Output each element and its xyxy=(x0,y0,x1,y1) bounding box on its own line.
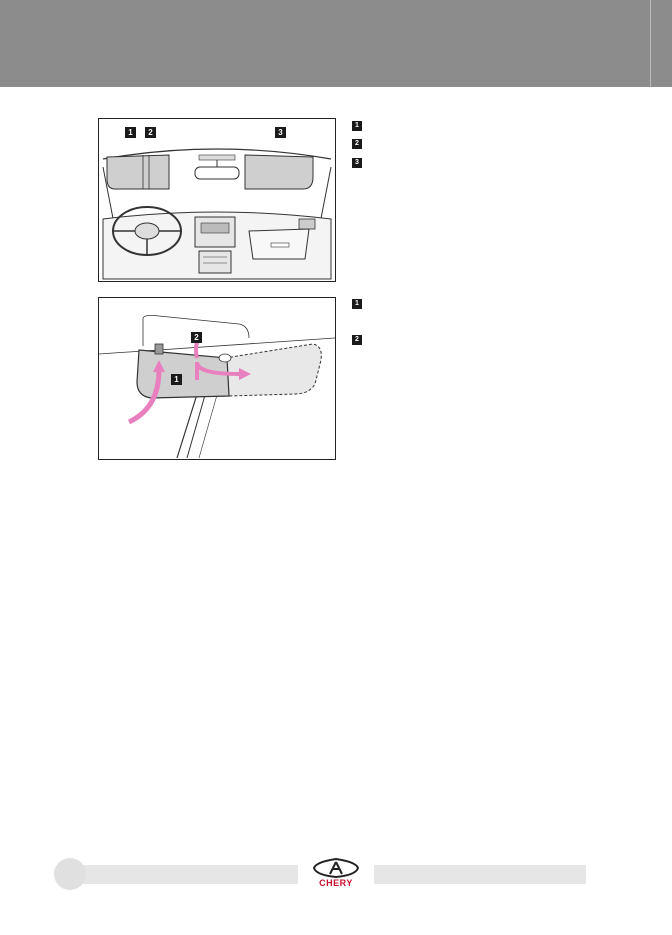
step-callout: 1 xyxy=(171,374,182,385)
page-number-circle xyxy=(54,858,86,890)
sun-visor-overview-figure: 1 2 3 xyxy=(98,118,336,282)
step-callout: 2 xyxy=(191,332,202,343)
brand-wordmark: CHERY xyxy=(319,878,353,888)
sun-visor-rotation-figure: 2 1 xyxy=(98,297,336,460)
chery-emblem-icon xyxy=(312,857,360,879)
footer-bar-left xyxy=(58,865,298,884)
visor-callout: 1 xyxy=(125,127,136,138)
header-divider xyxy=(650,0,651,87)
footer-bar-right xyxy=(374,865,586,884)
header-band xyxy=(0,0,672,87)
legend-number: 1 xyxy=(352,299,362,309)
interior-illustration xyxy=(102,148,332,280)
legend-number: 2 xyxy=(352,139,362,149)
visor-callout: 2 xyxy=(145,127,156,138)
chery-logo: CHERY xyxy=(308,857,364,892)
visor-rotation-illustration xyxy=(99,314,335,459)
legend-number: 3 xyxy=(352,158,362,168)
legend-number: 2 xyxy=(352,335,362,345)
legend-number: 1 xyxy=(352,121,362,131)
visor-callout: 3 xyxy=(275,127,286,138)
